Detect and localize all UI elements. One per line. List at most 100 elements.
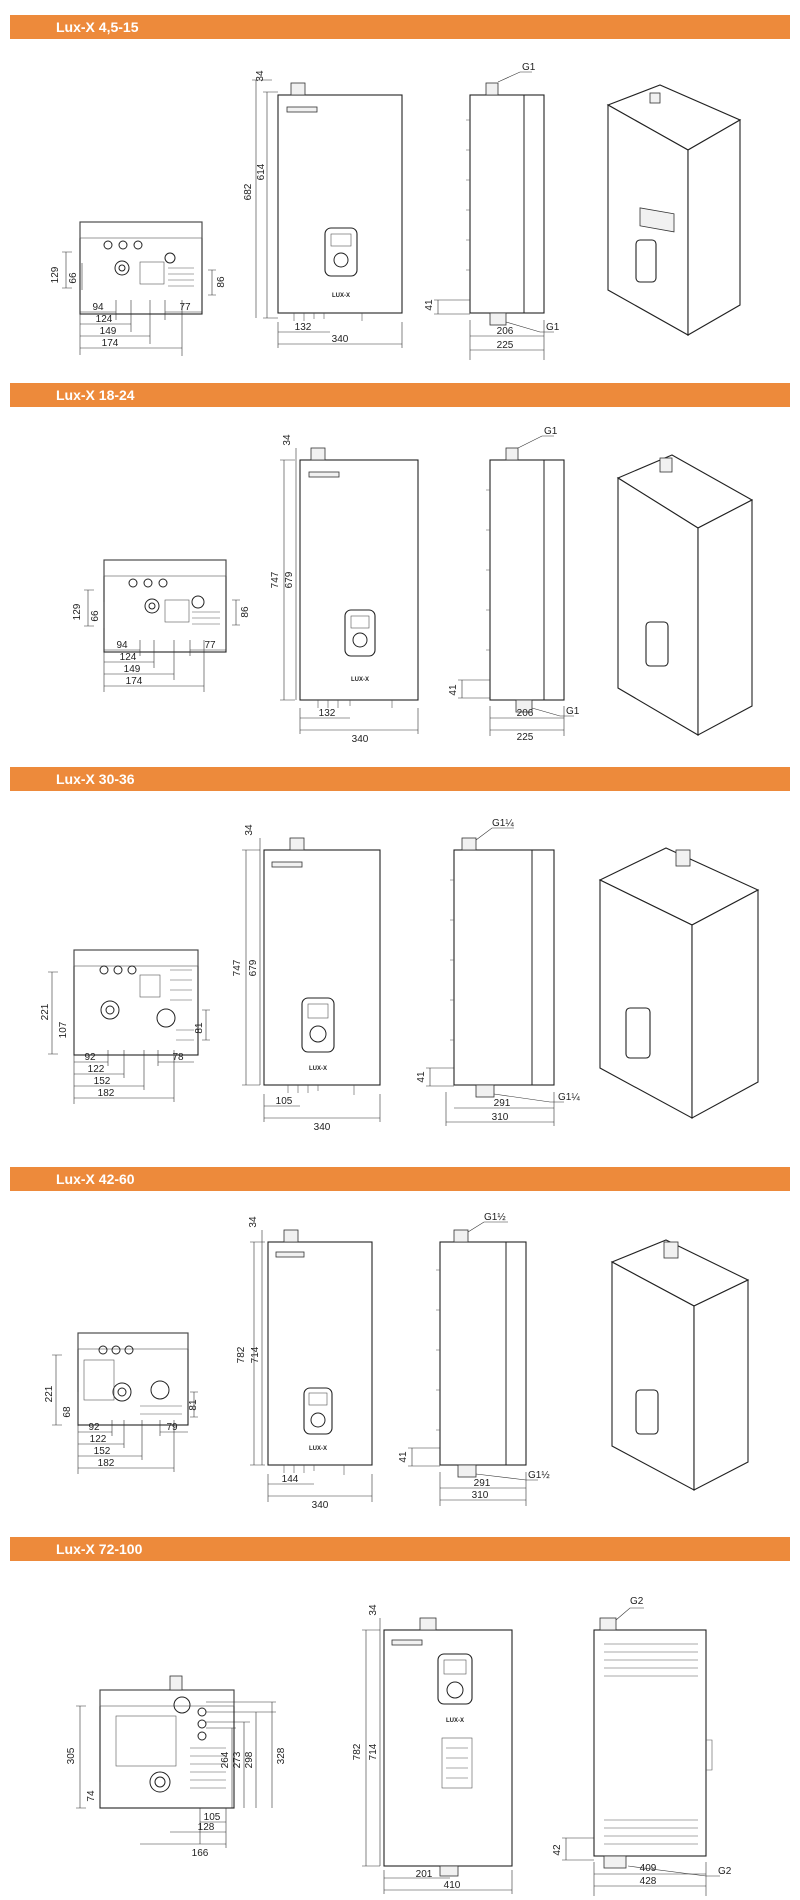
dim-label: 340 <box>332 334 349 345</box>
dim-label: 152 <box>94 1076 111 1087</box>
dim-label: 682 <box>243 183 254 200</box>
top-view-drawing <box>62 221 216 356</box>
dim-label: 714 <box>368 1743 379 1760</box>
dim-label: 152 <box>94 1446 111 1457</box>
top-view-drawing <box>84 559 240 692</box>
dim-label: 782 <box>352 1743 363 1760</box>
dim-label: 124 <box>96 314 113 325</box>
dim-label: 298 <box>244 1751 255 1768</box>
brand-label: LUX-X <box>309 1066 327 1072</box>
dim-label: 77 <box>204 640 216 651</box>
pipe-label-bottom: G1½ <box>528 1470 550 1481</box>
section-5-drawings: 305 74 264 273 298 328 105 128 166 LUX-X… <box>66 1596 732 1896</box>
dim-label: 206 <box>497 326 514 337</box>
dim-label: 782 <box>236 1346 247 1363</box>
dim-label: 310 <box>472 1490 489 1501</box>
section-title: Lux-X 30-36 <box>56 771 135 787</box>
dim-label: 340 <box>314 1122 331 1133</box>
dim-label: 129 <box>72 603 83 620</box>
dim-label: 122 <box>90 1434 107 1445</box>
dim-label: 144 <box>282 1474 299 1485</box>
dim-label: 129 <box>50 266 61 283</box>
dim-label: 128 <box>198 1822 215 1833</box>
dim-label: 34 <box>248 1216 259 1228</box>
section-title: Lux-X 4,5-15 <box>56 19 139 35</box>
pipe-label-bottom: G1¼ <box>558 1091 580 1103</box>
pipe-label-bottom: G2 <box>718 1866 732 1877</box>
dim-label: 34 <box>255 70 266 82</box>
isometric-view-drawing <box>616 454 754 736</box>
side-view-drawing <box>562 1607 720 1896</box>
pipe-label-top: G1½ <box>484 1212 506 1223</box>
dim-label: 264 <box>220 1751 231 1768</box>
dim-label: 221 <box>44 1385 55 1402</box>
front-view-drawing <box>242 837 381 1122</box>
dim-label: 340 <box>352 734 369 745</box>
dim-label: 105 <box>204 1812 221 1823</box>
dim-label: 86 <box>216 276 227 288</box>
dim-label: 66 <box>90 610 101 622</box>
dim-label: 92 <box>84 1052 96 1063</box>
dim-label: 428 <box>640 1876 657 1887</box>
dim-label: 124 <box>120 652 137 663</box>
brand-label: LUX-X <box>332 293 350 299</box>
section-title: Lux-X 42-60 <box>56 1171 135 1187</box>
dim-label: 201 <box>416 1869 433 1880</box>
dim-label: 41 <box>398 1451 409 1463</box>
dim-label: 107 <box>58 1021 69 1038</box>
dim-label: 747 <box>270 571 281 588</box>
dim-label: 77 <box>179 302 191 313</box>
dim-label: 41 <box>416 1071 427 1083</box>
brand-label: LUX-X <box>309 1446 327 1452</box>
dim-label: 132 <box>319 708 336 719</box>
dim-label: 132 <box>295 322 312 333</box>
front-view-drawing <box>250 1229 373 1502</box>
dim-label: 42 <box>552 1844 563 1856</box>
front-view-drawing <box>280 447 419 734</box>
section-title: Lux-X 18-24 <box>56 387 135 403</box>
dim-label: 225 <box>497 340 514 351</box>
dim-label: 92 <box>88 1422 100 1433</box>
dim-label: 747 <box>232 959 243 976</box>
dim-label: 182 <box>98 1458 115 1469</box>
dim-label: 81 <box>194 1022 205 1034</box>
dim-label: 614 <box>256 163 267 180</box>
front-view-drawing <box>252 79 403 348</box>
side-view-drawing <box>408 1221 538 1506</box>
dim-label: 105 <box>276 1096 293 1107</box>
pipe-label-bottom: G1 <box>566 706 580 717</box>
dim-label: 310 <box>492 1112 509 1123</box>
dim-label: 34 <box>244 824 255 836</box>
isometric-view-drawing <box>598 847 760 1119</box>
pipe-label-top: G1¼ <box>492 817 514 829</box>
top-view-drawing <box>48 949 210 1104</box>
pipe-label-top: G2 <box>630 1596 644 1607</box>
dim-label: 41 <box>448 684 459 696</box>
pipe-label-top: G1 <box>522 62 536 73</box>
dim-label: 81 <box>188 1399 199 1411</box>
dim-label: 34 <box>282 434 293 446</box>
pipe-label-top: G1 <box>544 426 558 437</box>
section-header-3: Lux-X 30-36 <box>10 767 790 791</box>
dim-label: 221 <box>40 1003 51 1020</box>
brand-label: LUX-X <box>446 1718 464 1724</box>
dim-label: 328 <box>276 1747 287 1764</box>
section-header-4: Lux-X 42-60 <box>10 1167 790 1191</box>
dim-label: 149 <box>100 326 117 337</box>
section-4-drawings: 221 68 81 92 122 152 182 79 LUX-X 34 782… <box>44 1212 750 1511</box>
section-3-drawings: 221 107 81 92 122 152 182 78 LUX-X 34 74… <box>40 817 760 1133</box>
dim-label: 74 <box>86 1790 97 1802</box>
dim-label: 94 <box>116 640 128 651</box>
section-header-5: Lux-X 72-100 <box>10 1537 790 1561</box>
dim-label: 714 <box>250 1346 261 1363</box>
dim-label: 174 <box>126 676 143 687</box>
dim-label: 305 <box>66 1747 77 1764</box>
brand-label: LUX-X <box>351 677 369 683</box>
section-2-drawings: 129 66 86 94 124 149 174 77 LUX-X 34 747… <box>72 426 754 745</box>
side-view-drawing <box>434 71 554 360</box>
side-view-drawing <box>426 827 564 1126</box>
dim-label: 78 <box>172 1052 184 1063</box>
dim-label: 679 <box>284 571 295 588</box>
dim-label: 94 <box>92 302 104 313</box>
dim-label: 149 <box>124 664 141 675</box>
